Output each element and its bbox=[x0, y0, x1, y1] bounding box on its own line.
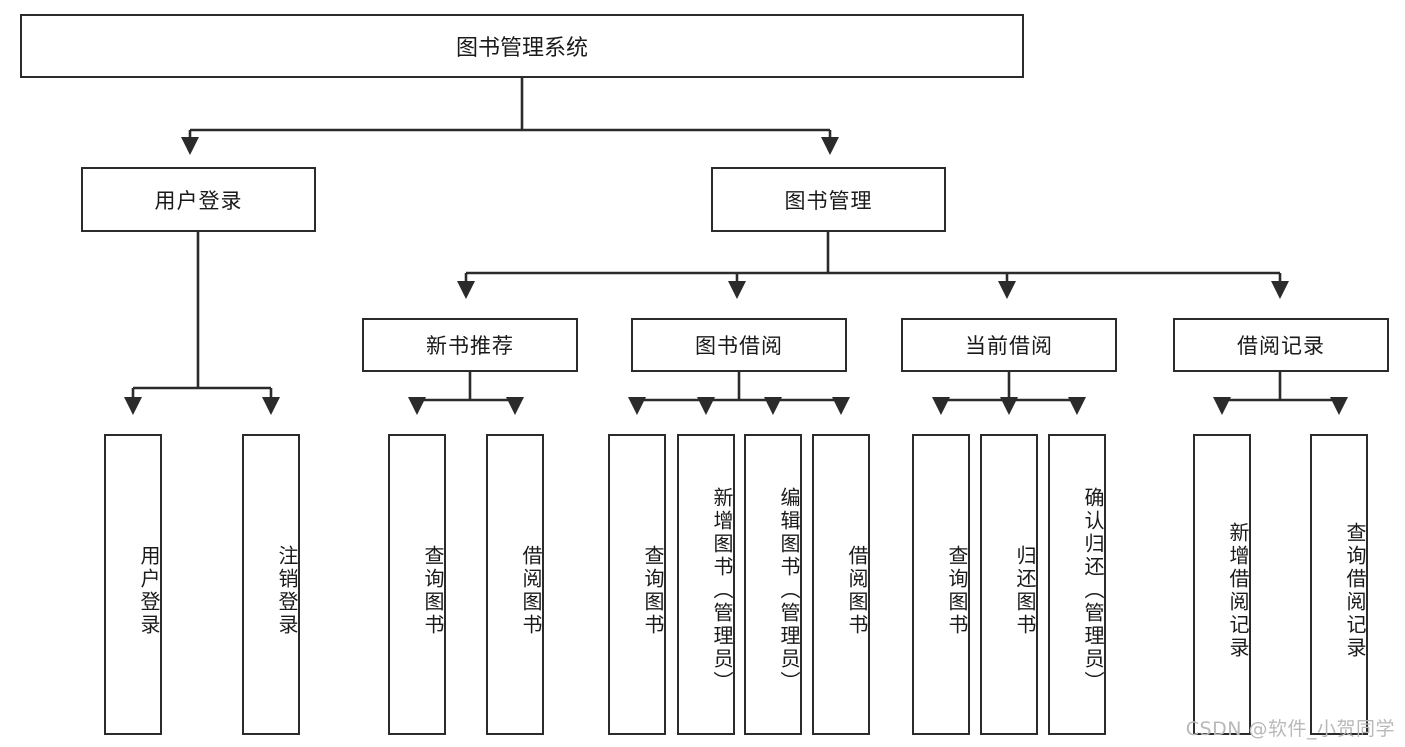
node-leaf-query-book-2-label: 查询图书 bbox=[641, 544, 665, 637]
node-book-borrow[interactable]: 图书借阅 bbox=[631, 318, 847, 372]
node-leaf-edit-book-label: 编辑图书（管理员） bbox=[777, 487, 801, 694]
node-leaf-add-book-label: 新增图书（管理员） bbox=[710, 487, 734, 694]
node-leaf-query-book-2[interactable]: 查询图书 bbox=[608, 434, 666, 735]
node-leaf-add-record-label: 新增借阅记录 bbox=[1226, 521, 1250, 660]
node-leaf-query-record[interactable]: 查询借阅记录 bbox=[1310, 434, 1368, 735]
node-leaf-logout-login-label: 注销登录 bbox=[275, 544, 299, 637]
node-borrow-record[interactable]: 借阅记录 bbox=[1173, 318, 1389, 372]
node-leaf-query-record-label: 查询借阅记录 bbox=[1343, 521, 1367, 660]
node-book-borrow-label: 图书借阅 bbox=[695, 334, 783, 358]
node-root-system[interactable]: 图书管理系统 bbox=[20, 14, 1024, 78]
node-new-book-recommend-label: 新书推荐 bbox=[426, 334, 514, 358]
node-borrow-record-label: 借阅记录 bbox=[1237, 334, 1325, 358]
node-user-login[interactable]: 用户登录 bbox=[81, 167, 316, 232]
node-leaf-query-book-3-label: 查询图书 bbox=[945, 544, 969, 637]
node-book-management[interactable]: 图书管理 bbox=[711, 167, 946, 232]
node-leaf-confirm-return[interactable]: 确认归还（管理员） bbox=[1048, 434, 1106, 735]
node-leaf-borrow-book-2[interactable]: 借阅图书 bbox=[812, 434, 870, 735]
node-leaf-add-record[interactable]: 新增借阅记录 bbox=[1193, 434, 1251, 735]
node-leaf-user-login[interactable]: 用户登录 bbox=[104, 434, 162, 735]
node-leaf-query-book-1-label: 查询图书 bbox=[421, 544, 445, 637]
node-new-book-recommend[interactable]: 新书推荐 bbox=[362, 318, 578, 372]
node-root-label: 图书管理系统 bbox=[455, 36, 588, 61]
node-leaf-query-book-3[interactable]: 查询图书 bbox=[912, 434, 970, 735]
node-leaf-return-book[interactable]: 归还图书 bbox=[980, 434, 1038, 735]
node-leaf-query-book-1[interactable]: 查询图书 bbox=[388, 434, 446, 735]
node-leaf-return-book-label: 归还图书 bbox=[1013, 544, 1037, 637]
node-leaf-user-login-label: 用户登录 bbox=[137, 544, 161, 637]
node-leaf-edit-book[interactable]: 编辑图书（管理员） bbox=[744, 434, 802, 735]
node-book-management-label: 图书管理 bbox=[784, 188, 873, 213]
node-user-login-label: 用户登录 bbox=[154, 188, 243, 213]
node-leaf-borrow-book-2-label: 借阅图书 bbox=[845, 544, 869, 637]
node-leaf-borrow-book-1[interactable]: 借阅图书 bbox=[486, 434, 544, 735]
node-leaf-borrow-book-1-label: 借阅图书 bbox=[519, 544, 543, 637]
node-current-borrow-label: 当前借阅 bbox=[965, 334, 1053, 358]
node-leaf-add-book[interactable]: 新增图书（管理员） bbox=[677, 434, 735, 735]
node-leaf-confirm-return-label: 确认归还（管理员） bbox=[1081, 487, 1105, 694]
csdn-watermark: CSDN @软件_小贺同学 bbox=[1185, 718, 1395, 740]
node-leaf-logout-login[interactable]: 注销登录 bbox=[242, 434, 300, 735]
node-current-borrow[interactable]: 当前借阅 bbox=[901, 318, 1117, 372]
